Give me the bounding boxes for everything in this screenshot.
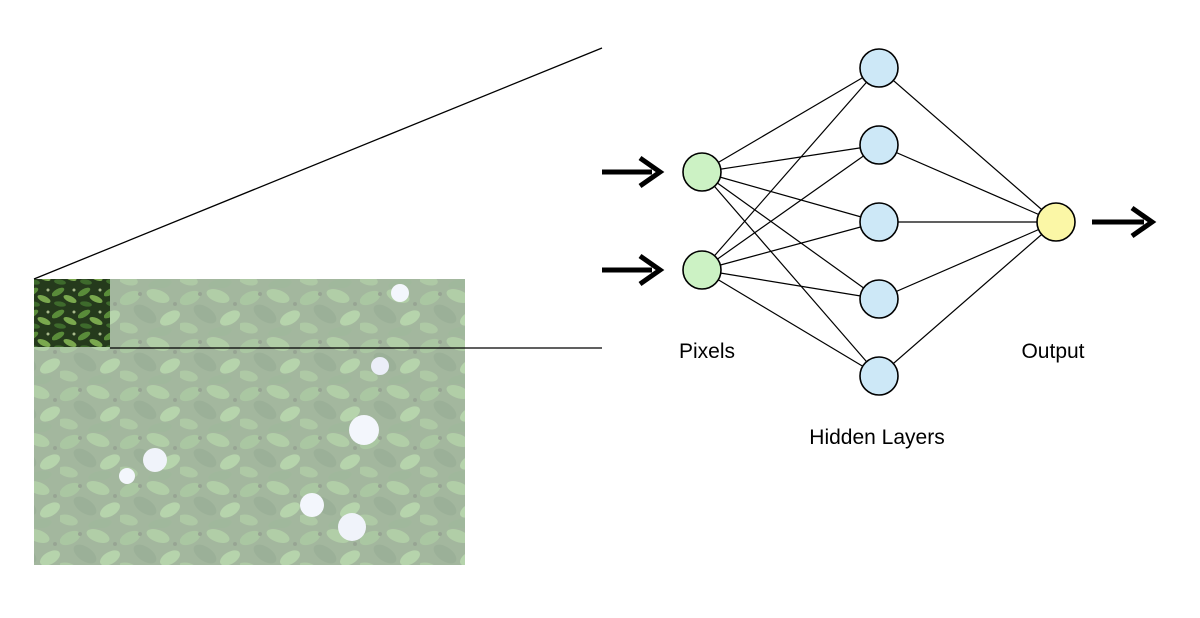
hidden-node — [859, 279, 899, 319]
input-layer-label: Pixels — [679, 340, 735, 363]
input-arrows — [602, 155, 665, 287]
input-hidden-connection — [701, 144, 880, 173]
input-arrow-icon — [602, 155, 665, 189]
input-hidden-connection — [701, 171, 880, 300]
hidden-layer-label: Hidden Layers — [809, 426, 944, 449]
output-arrow-icon — [1092, 205, 1157, 239]
zoom-lines — [33, 47, 603, 349]
network-nodes — [682, 48, 1076, 396]
output-node — [1036, 202, 1076, 242]
input-hidden-connection — [701, 67, 880, 173]
hidden-output-connection — [878, 221, 1057, 377]
hidden-output-connection — [878, 221, 1057, 300]
input-hidden-connection — [701, 67, 880, 271]
hidden-node — [859, 202, 899, 242]
input-hidden-connection — [701, 269, 880, 300]
input-hidden-connection — [701, 269, 880, 377]
hidden-output-connection — [878, 67, 1057, 223]
hidden-node — [859, 48, 899, 88]
input-node — [682, 152, 722, 192]
network-connections — [701, 67, 1057, 377]
pixel-patch — [34, 279, 110, 347]
input-hidden-connection — [701, 171, 880, 377]
zoom-line-top — [33, 47, 603, 280]
foliage-photo — [34, 279, 465, 565]
input-node — [682, 250, 722, 290]
input-hidden-connection — [701, 171, 880, 223]
hidden-node — [859, 125, 899, 165]
input-hidden-connection — [701, 221, 880, 271]
input-arrow-icon — [602, 253, 665, 287]
hidden-output-connection — [878, 144, 1057, 223]
input-hidden-connection — [701, 144, 880, 271]
output-layer-label: Output — [1021, 340, 1084, 363]
hidden-node — [859, 356, 899, 396]
